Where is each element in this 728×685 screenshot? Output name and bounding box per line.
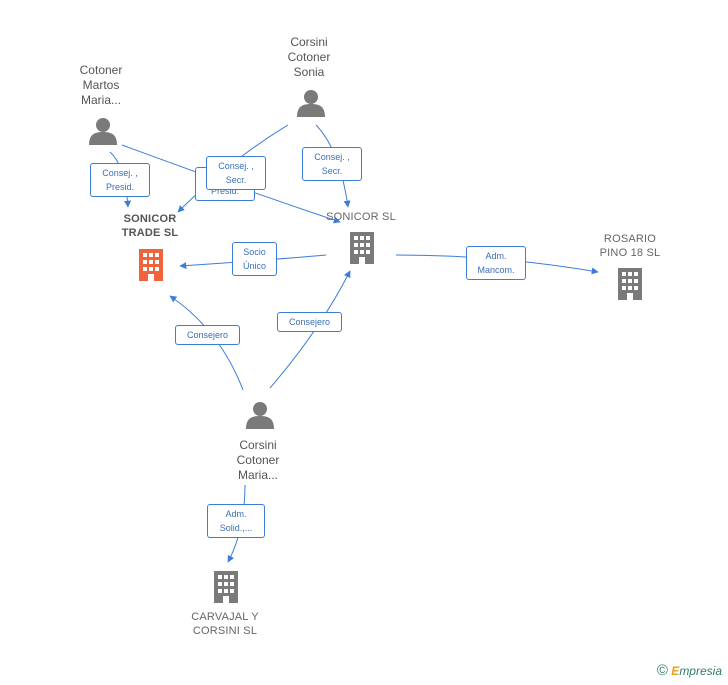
- brand-logo: © Empresia: [657, 662, 722, 679]
- company-name[interactable]: SONICOR SL: [326, 211, 396, 223]
- person-icon[interactable]: [89, 118, 117, 145]
- brand-initial: E: [671, 664, 680, 678]
- building-icon[interactable]: [139, 249, 163, 281]
- building-icon[interactable]: [350, 232, 374, 264]
- person-name[interactable]: Cotoner Martos Maria...: [79, 63, 123, 107]
- person-icon[interactable]: [297, 90, 325, 117]
- building-icon[interactable]: [618, 268, 642, 300]
- brand-name: mpresia: [679, 664, 722, 678]
- edge-label[interactable]: Consej. , Secr.: [206, 156, 266, 190]
- edge-label[interactable]: Adm. Mancom.: [466, 246, 526, 280]
- person-name[interactable]: Corsini Cotoner Maria...: [236, 438, 280, 482]
- edge-label[interactable]: Consej. , Presid.: [90, 163, 150, 197]
- person-name[interactable]: Corsini Cotoner Sonia: [287, 35, 331, 79]
- company-name[interactable]: SONICOR TRADE SL: [121, 213, 179, 239]
- copyright-symbol: ©: [656, 662, 668, 679]
- edge-label[interactable]: Consejero: [277, 312, 342, 332]
- edge-label[interactable]: Consej. , Secr.: [302, 147, 362, 181]
- company-name[interactable]: CARVAJAL Y CORSINI SL: [191, 611, 259, 637]
- edge-label[interactable]: Consejero: [175, 325, 240, 345]
- person-icon[interactable]: [246, 402, 274, 429]
- edge-label[interactable]: Socio Único: [232, 242, 277, 276]
- company-name[interactable]: ROSARIO PINO 18 SL: [599, 233, 661, 259]
- building-icon[interactable]: [214, 571, 238, 603]
- edge-label[interactable]: Adm. Solid.,...: [207, 504, 265, 538]
